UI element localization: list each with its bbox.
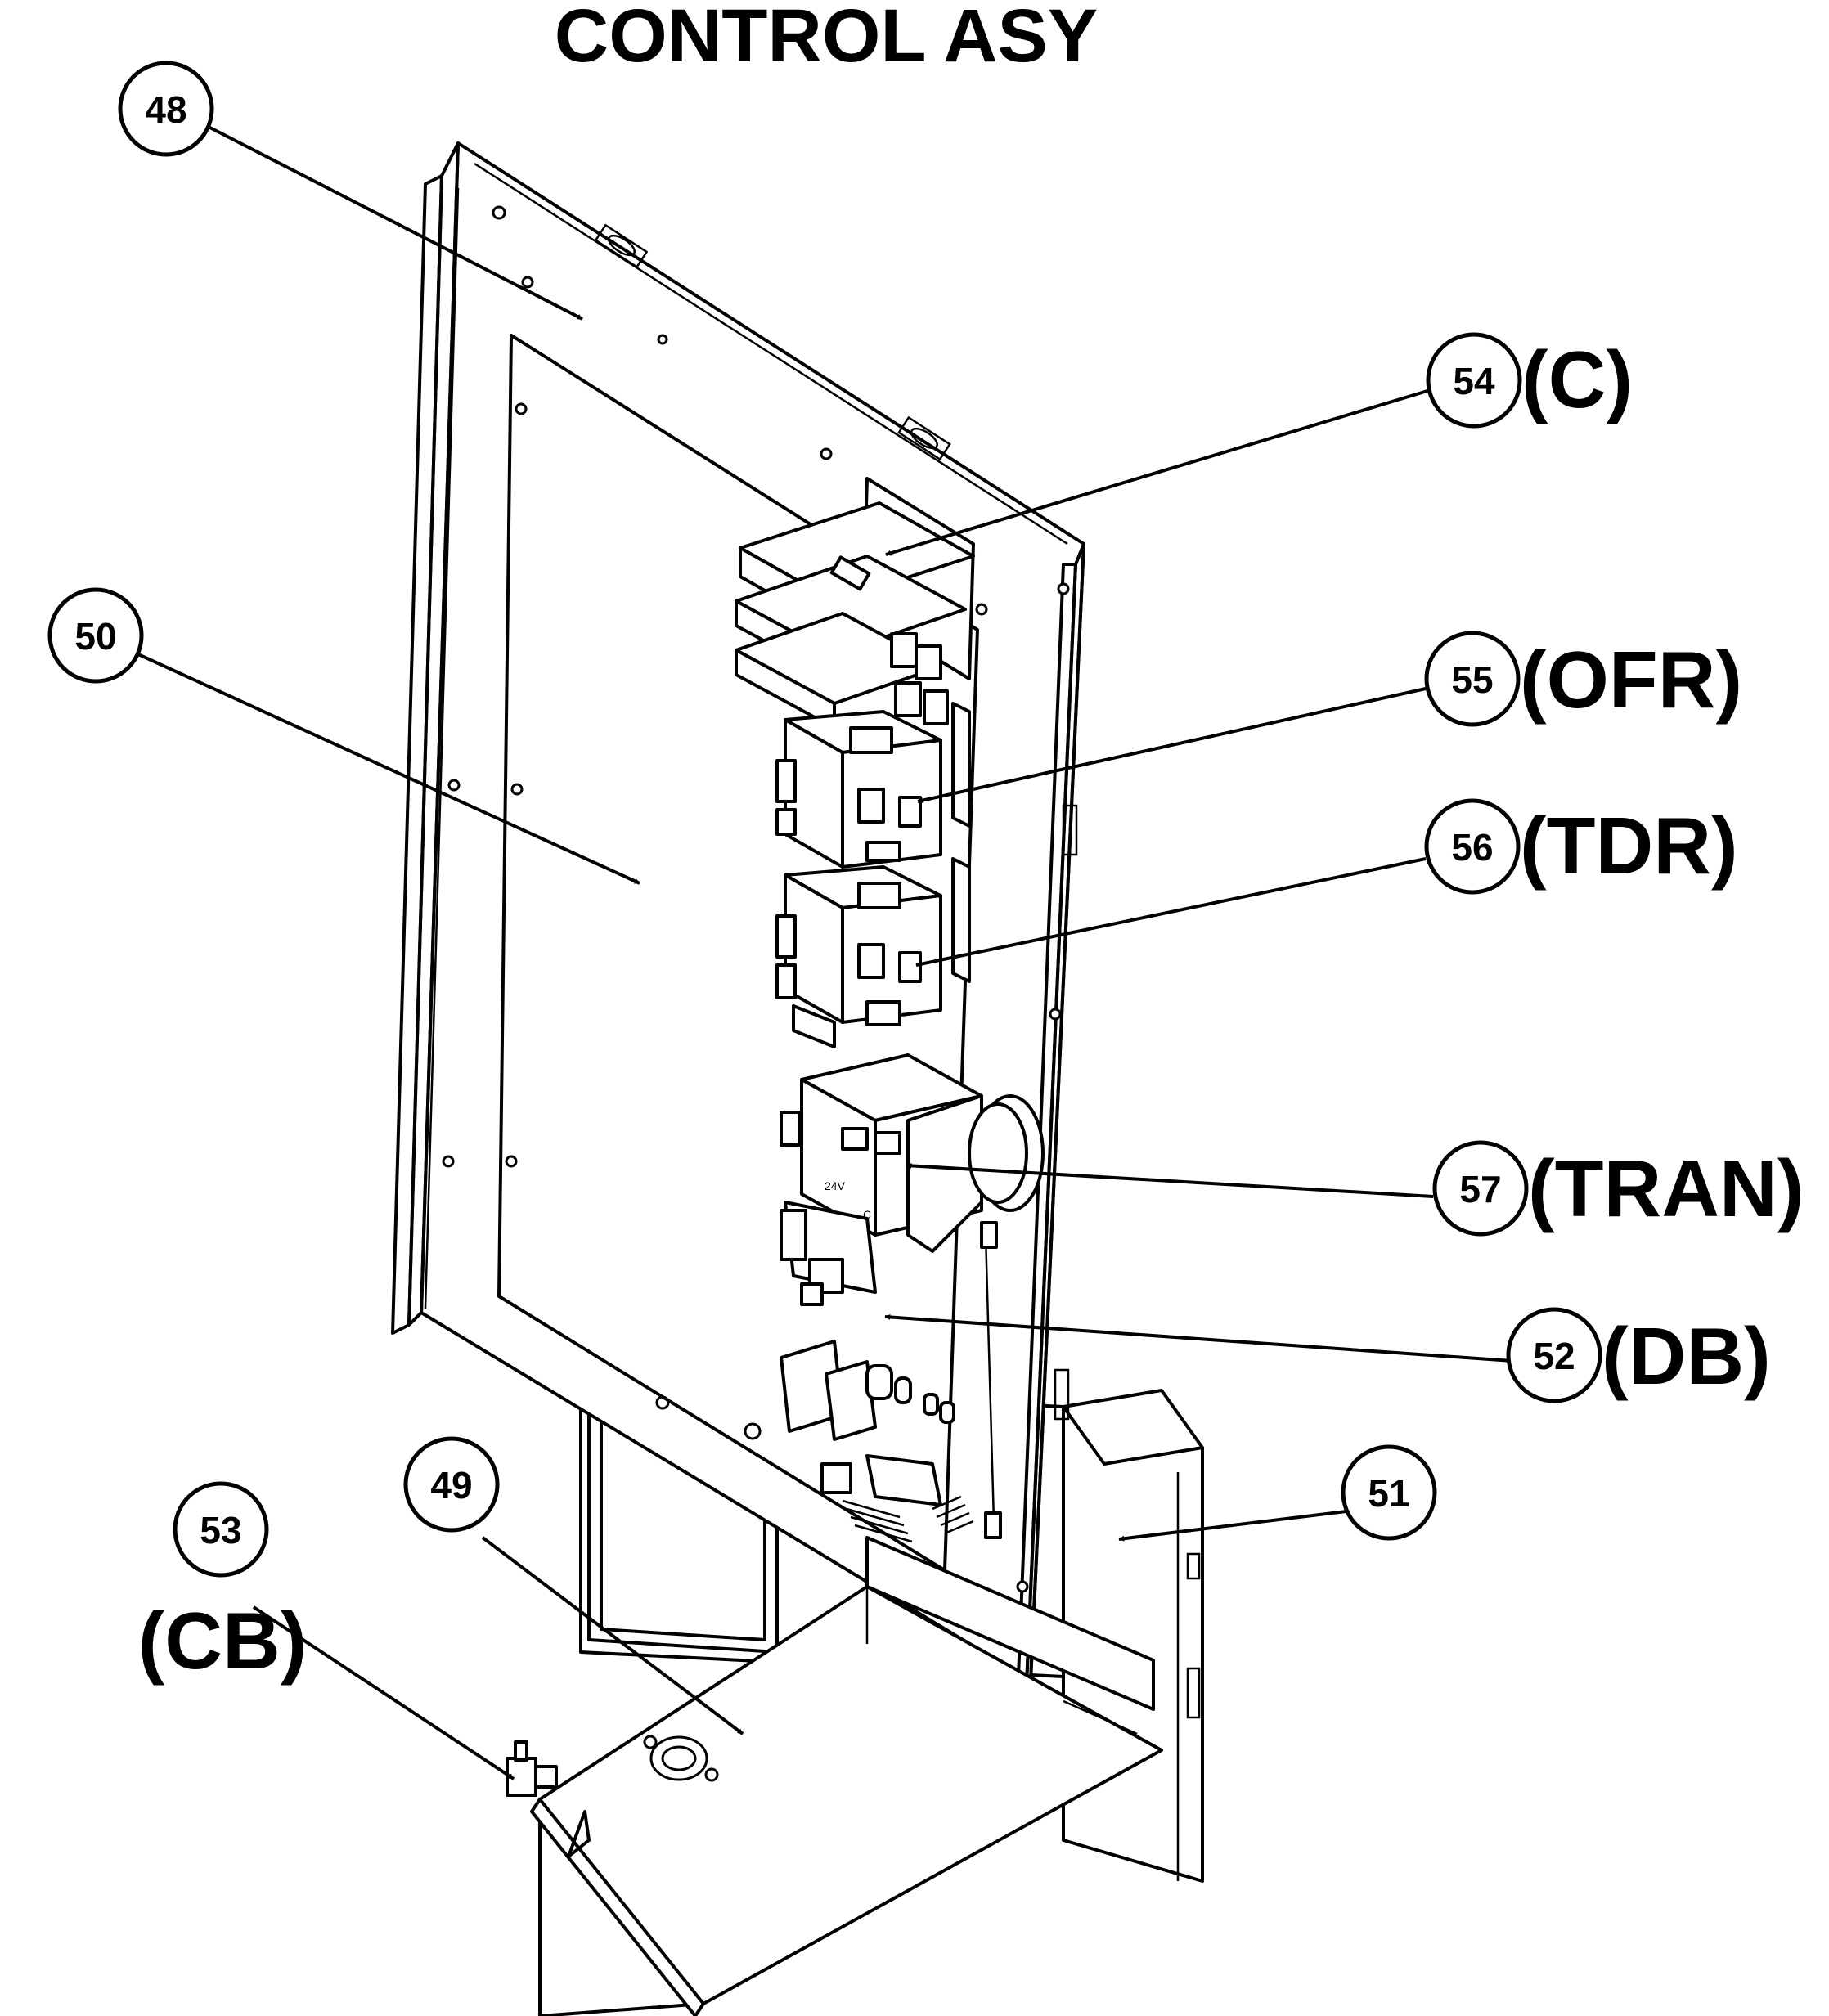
leader-54	[885, 389, 1428, 556]
callout-bubble	[118, 61, 214, 157]
callout-code: (TDR)	[1520, 801, 1738, 891]
contactor	[735, 477, 975, 730]
diagram-title: CONTROL ASY	[555, 0, 1098, 78]
control-panel-drawing: 24V C	[391, 141, 1204, 2016]
callout-51: 51	[1341, 1444, 1437, 1541]
leader-52	[884, 1313, 1525, 1363]
callout-54: 54 (C)	[1426, 332, 1633, 429]
leader-lines	[128, 121, 1525, 1780]
transformer: 24V C	[780, 1053, 1045, 1253]
callout-bubble	[403, 1436, 500, 1533]
leader-57	[906, 1162, 1434, 1198]
callout-55: 55 (OFR)	[1424, 631, 1742, 727]
callout-50: 50	[47, 587, 144, 684]
callout-bubble	[173, 1481, 269, 1578]
callout-bubble	[1341, 1444, 1437, 1541]
leader-49	[481, 1536, 744, 1735]
callout-number: 49	[430, 1464, 472, 1506]
circuit-breaker	[506, 1740, 558, 1797]
transformer-label-c: C	[863, 1208, 871, 1221]
callout-56: 56 (TDR)	[1424, 798, 1738, 895]
callout-code: (TRAN)	[1528, 1143, 1804, 1233]
callout-number: 57	[1459, 1168, 1501, 1210]
callout-number: 55	[1451, 658, 1493, 701]
callout-number: 56	[1451, 826, 1493, 869]
leader-51	[1118, 1507, 1367, 1542]
callout-code: (CB)	[138, 1596, 308, 1686]
callout-bubble	[1424, 631, 1521, 727]
callout-number: 52	[1533, 1335, 1575, 1377]
callout-number: 51	[1368, 1472, 1409, 1515]
callout-48: 48	[118, 61, 214, 157]
leader-53	[252, 1605, 515, 1780]
leader-56	[915, 857, 1427, 968]
callout-bubble	[1424, 798, 1521, 895]
callout-code: (OFR)	[1520, 635, 1742, 725]
defrost-board	[780, 1201, 1002, 1543]
callout-bubble	[47, 587, 144, 684]
callout-code: (C)	[1521, 335, 1633, 424]
callout-number: 54	[1453, 360, 1495, 402]
callout-bubble	[1432, 1140, 1529, 1237]
time-delay-relay	[775, 857, 971, 1048]
control-panel-frame	[391, 141, 1085, 1686]
transformer-label-24v: 24V	[825, 1179, 846, 1192]
callout-49: 49	[403, 1436, 500, 1533]
callout-bubble	[1426, 332, 1522, 429]
callout-number: 50	[74, 615, 116, 658]
leader-48	[200, 121, 583, 321]
callout-52: 52 (DB)	[1506, 1307, 1771, 1403]
outdoor-fan-relay	[775, 702, 971, 869]
callout-bubble	[1506, 1307, 1602, 1403]
callout-53: 53 (CB)	[138, 1481, 308, 1686]
callout-number: 53	[200, 1509, 241, 1551]
callout-number: 48	[145, 88, 186, 131]
callout-57: 57 (TRAN)	[1432, 1140, 1804, 1237]
control-box-cover	[530, 1536, 1163, 2016]
leader-55	[917, 687, 1427, 804]
leader-50	[128, 649, 640, 885]
callout-code: (DB)	[1602, 1311, 1771, 1401]
